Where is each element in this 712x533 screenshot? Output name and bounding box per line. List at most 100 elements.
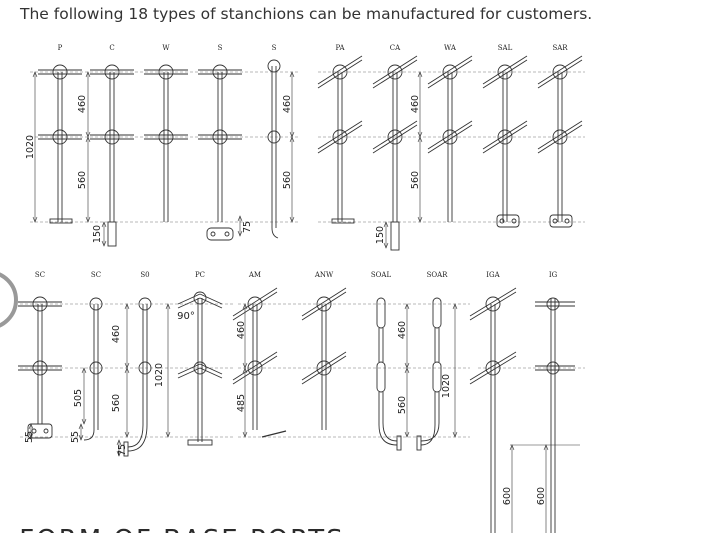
arrow-head <box>85 216 91 223</box>
dimension-label: 600 <box>536 487 547 505</box>
dimension-label: 55 <box>70 431 81 443</box>
base-plate <box>261 430 287 438</box>
rail-wall <box>232 291 278 321</box>
arrow-head <box>543 444 549 451</box>
page-headline: The following 18 types of stanchions can… <box>20 5 593 23</box>
dimension-label: 150 <box>92 225 103 243</box>
dimension-label: 460 <box>397 321 408 339</box>
rail-wall <box>301 351 347 381</box>
arrow-head <box>237 215 243 222</box>
joint-fitting <box>247 296 263 312</box>
decorative-ring <box>0 272 18 328</box>
arrow-head <box>124 303 130 310</box>
arrow-head <box>242 303 248 310</box>
joint-fitting <box>193 361 207 375</box>
bolt-hole <box>224 231 230 237</box>
arrow-head <box>165 431 171 438</box>
arrow-head <box>124 367 130 374</box>
stanchion-label: PC <box>195 271 205 279</box>
arrow-head <box>28 432 34 439</box>
rail-wall <box>469 355 517 385</box>
dimension-label: 460 <box>236 321 247 339</box>
dimension-label: 75 <box>117 444 128 456</box>
joint-fitting <box>497 64 513 80</box>
joint-fitting <box>552 64 568 80</box>
rail-wall <box>482 59 528 89</box>
joint-fitting <box>104 64 120 80</box>
arrow-head <box>452 303 458 310</box>
rail-wall <box>301 355 347 385</box>
slot-fitting <box>376 297 386 329</box>
arrow-head <box>404 431 410 438</box>
rail-wall <box>482 55 528 85</box>
rail-wall <box>482 124 528 154</box>
arrow-head <box>417 71 423 78</box>
joint-fitting <box>158 64 174 80</box>
side-plate <box>549 214 573 228</box>
arrow-head <box>509 444 515 451</box>
arrow-head <box>165 303 171 310</box>
arrow-head <box>32 71 38 78</box>
dimension-label: 505 <box>73 389 84 407</box>
joint-fitting <box>485 360 501 376</box>
slot-fitting <box>376 361 386 393</box>
dimension-label: 55 <box>24 431 35 443</box>
rail-wall <box>317 55 363 85</box>
stanchion-label: SC <box>35 271 45 279</box>
eye-fitting <box>138 361 152 375</box>
arrow-head <box>32 216 38 223</box>
rail-wall <box>372 59 418 89</box>
dimension-label: 1020 <box>154 363 165 387</box>
rail-wall <box>372 55 418 85</box>
arrow-head <box>242 431 248 438</box>
rail-wall <box>177 367 201 379</box>
rail-wall <box>537 59 583 89</box>
stanchion-label: CA <box>390 44 401 52</box>
foot-hook <box>271 227 279 239</box>
dimension-label: 1020 <box>441 374 452 398</box>
rail-wall <box>301 291 347 321</box>
rail-wall <box>537 55 583 85</box>
joint-fitting <box>546 361 560 375</box>
arrow-head <box>289 216 295 223</box>
joint-fitting <box>387 64 403 80</box>
joint-fitting <box>247 360 263 376</box>
bolt-hole <box>511 218 517 224</box>
rail-wall <box>199 293 223 305</box>
rail-wall <box>469 287 517 317</box>
stanchion-label: IG <box>549 271 558 279</box>
dimension-label: 560 <box>410 171 421 189</box>
joint-fitting <box>332 64 348 80</box>
rail-wall <box>317 124 363 154</box>
dimension-label: 560 <box>282 171 293 189</box>
joint-fitting <box>552 129 568 145</box>
rail-wall <box>372 120 418 150</box>
side-plate <box>206 227 234 241</box>
rail-wall <box>199 297 223 309</box>
joint-fitting <box>104 129 120 145</box>
rail-wall <box>317 120 363 150</box>
stanchion-label: SOAL <box>371 271 392 279</box>
arrow-head <box>116 450 122 457</box>
eye-fitting <box>89 361 103 375</box>
joint-fitting <box>52 64 68 80</box>
arrow-head <box>78 434 84 441</box>
arrow-head <box>289 71 295 78</box>
joint-fitting <box>442 129 458 145</box>
arrow-head <box>417 216 423 223</box>
rail-wall <box>427 120 473 150</box>
rail-wall <box>232 287 278 317</box>
stanchion-label: S <box>218 44 223 52</box>
rail-wall <box>427 59 473 89</box>
joint-fitting <box>193 291 207 305</box>
dimension-label: 150 <box>375 226 386 244</box>
stanchion-label: S <box>272 44 277 52</box>
dimension-label: 560 <box>397 396 408 414</box>
dimension-label: 75 <box>242 221 253 233</box>
rail-wall <box>537 124 583 154</box>
rail-wall <box>232 355 278 385</box>
arrow-head <box>383 221 389 228</box>
arrow-head <box>124 431 130 438</box>
foot-hook <box>83 429 95 441</box>
joint-fitting <box>52 129 68 145</box>
